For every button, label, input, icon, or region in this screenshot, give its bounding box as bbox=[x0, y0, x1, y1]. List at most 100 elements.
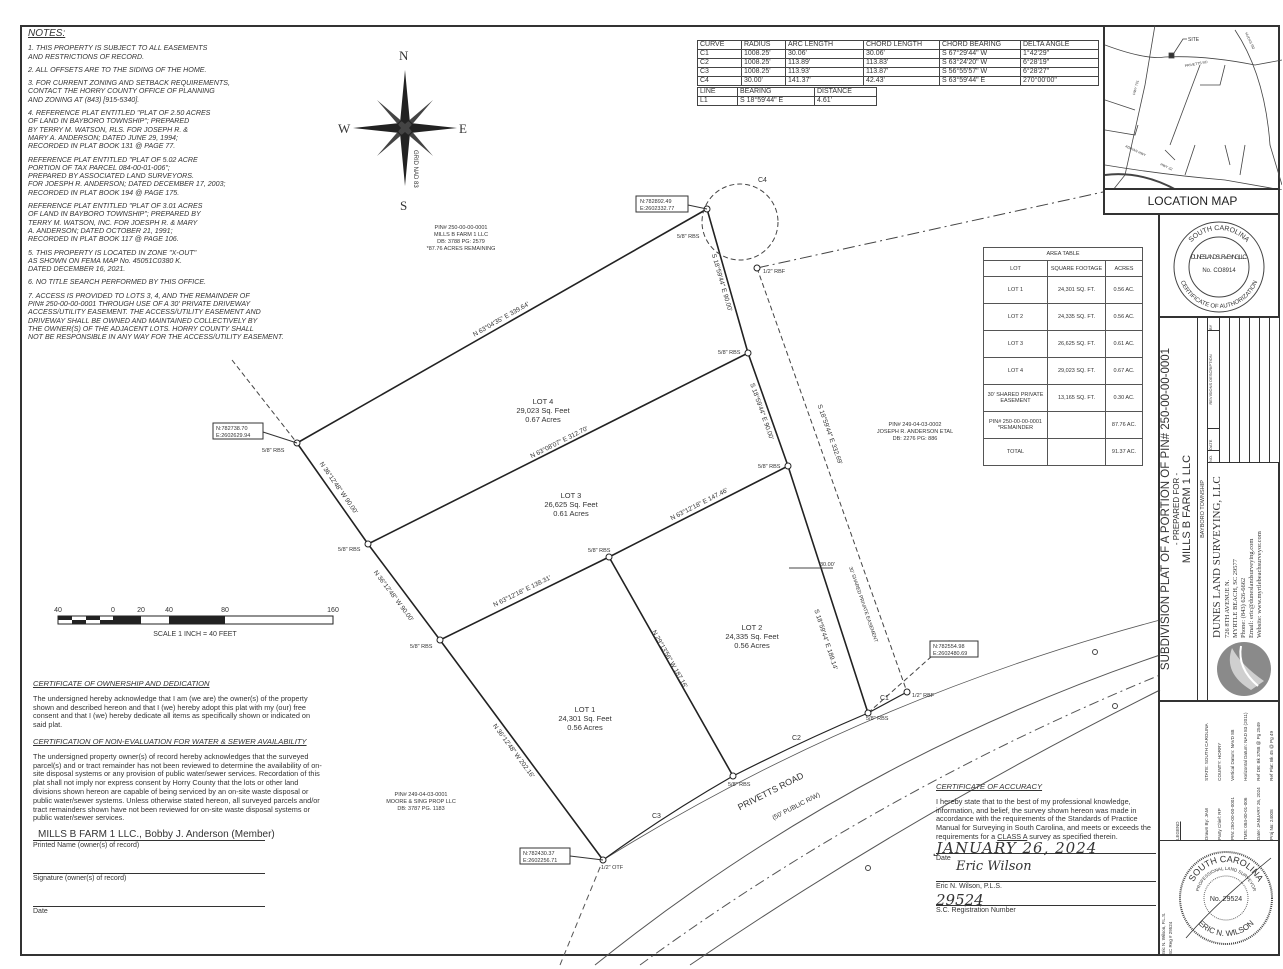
info-label: Horizontal Datum: bbox=[1243, 744, 1248, 781]
th: CHORD BEARING bbox=[939, 40, 1021, 50]
td: 113.87' bbox=[863, 67, 940, 77]
coord-e: E:2602480.69 bbox=[933, 651, 967, 657]
curve-c1: C1 bbox=[880, 695, 889, 702]
coord-n: N:782554.98 bbox=[933, 644, 965, 650]
td: S 67°29'44" W bbox=[939, 49, 1021, 59]
lot3-south-line bbox=[439, 465, 789, 641]
info-label: Drawn By: bbox=[1204, 818, 1209, 840]
privetts-road bbox=[559, 619, 1161, 966]
scale-tick: 40 bbox=[54, 607, 62, 614]
parcel-north-line: MILLS B FARM 1 LLC bbox=[434, 232, 488, 238]
monument-label: 5/8" RBS bbox=[677, 234, 700, 240]
td: 270°00'00" bbox=[1020, 76, 1099, 86]
monument-label: 1/2" OTF bbox=[601, 865, 624, 871]
ownership-title: CERTIFICATE OF OWNERSHIP AND DEDICATION bbox=[33, 679, 210, 688]
water-title: CERTIFICATION OF NON-EVALUATION FOR WATE… bbox=[33, 736, 307, 746]
rebar-found-icon bbox=[753, 264, 761, 272]
coord-n: N:782892.49 bbox=[640, 199, 672, 205]
th: ACRES bbox=[1105, 260, 1143, 277]
scale-bar bbox=[57, 615, 334, 625]
utility-pole-icon bbox=[865, 865, 871, 871]
td: 42.43' bbox=[863, 76, 940, 86]
accuracy-text-a: I hereby state that to the best of my pr… bbox=[936, 796, 1151, 841]
td: C1 bbox=[697, 49, 742, 59]
scale-tick: 20 bbox=[137, 607, 145, 614]
company-logo bbox=[1208, 638, 1280, 700]
info-label: Vertical Datum: bbox=[1230, 749, 1235, 781]
company-name: DUNES LAND SURVEYING, LLC bbox=[1211, 476, 1223, 638]
accuracy-class: CLASS A bbox=[997, 831, 1028, 841]
curve-c2: C2 bbox=[792, 735, 801, 742]
th: LINE bbox=[697, 87, 738, 97]
north-arrow-compass-icon bbox=[353, 70, 457, 186]
note-4: 4. REFERENCE PLAT ENTITLED "PLAT OF 2.50… bbox=[28, 109, 211, 151]
company-website: Website: www.myrtlebeachsurveyor.com bbox=[1256, 531, 1263, 638]
rev-title: REVISIONS bbox=[1208, 382, 1213, 405]
td: 4.61' bbox=[814, 96, 877, 106]
tb-surveyor: Eric N. Wilson, P.L.S. bbox=[1161, 912, 1166, 955]
authorization-seal: SOUTH CAROLINA CERTIFICATE OF AUTHORIZAT… bbox=[1158, 215, 1280, 318]
parcel-sw-line: PIN# 249-04-03-0001 bbox=[395, 792, 448, 798]
info-value: JAM bbox=[1204, 808, 1209, 818]
info-value: RP bbox=[1217, 808, 1222, 815]
sheet-border bbox=[20, 25, 1280, 956]
title-block bbox=[1158, 215, 1280, 955]
owner-date-label: Date bbox=[33, 905, 265, 917]
td: 91.37 AC. bbox=[1105, 438, 1143, 466]
note-5: 5. THIS PROPERTY IS LOCATED IN ZONE "X-O… bbox=[28, 248, 197, 274]
monument-label: 1/2" RBF bbox=[912, 693, 935, 699]
td: 30.06' bbox=[785, 49, 864, 59]
grid-label: GRID NAD 83 bbox=[412, 150, 418, 188]
compass-n: N bbox=[399, 48, 409, 63]
company-address2: MYRTLE BEACH, SC 29577 bbox=[1232, 558, 1239, 638]
location-map: SITE PRIVETTS RD HWY 701 HWY 22 ADRIAN H… bbox=[1103, 25, 1282, 215]
map-road-label: PRIVETTS RD bbox=[1184, 60, 1208, 68]
td: 30.00' bbox=[741, 76, 786, 86]
bearing-lot-divide: N 29°13'56" W 187.16' bbox=[650, 629, 689, 690]
info-value: HORRY bbox=[1217, 742, 1222, 760]
lot4-north-line bbox=[296, 208, 708, 444]
rebar-set-icon bbox=[729, 772, 737, 780]
td: C2 bbox=[697, 58, 742, 68]
td: 0.61 AC. bbox=[1105, 330, 1143, 358]
note-3: 3. FOR CURRENT ZONING AND SETBACK REQUIR… bbox=[28, 79, 230, 104]
th: CURVE bbox=[697, 40, 742, 50]
tb-reg: SC Reg # 29524 bbox=[1168, 921, 1173, 955]
bearing-lot1-north: N 63°12'18" E 138.31' bbox=[492, 574, 552, 609]
map-road-label: ADRIAN HWY bbox=[1125, 144, 1148, 157]
township: BAYBORO TOWNSHIP bbox=[1198, 318, 1208, 700]
td: 0.56 AC. bbox=[1105, 276, 1143, 304]
td: 113.89' bbox=[785, 58, 864, 68]
note-6: 6. NO TITLE SEARCH PERFORMED BY THIS OFF… bbox=[28, 278, 207, 287]
company-phone: Phone: (843) 626-6662 bbox=[1240, 577, 1247, 638]
rebar-set-icon bbox=[864, 709, 872, 717]
monument-label: 5/8" RBS bbox=[718, 350, 741, 356]
easement-label: 30' SHARED PRIVATE EASEMENT bbox=[847, 566, 879, 643]
title-panel: SUBDIVISION PLAT OF A PORTION OF PIN# 25… bbox=[1158, 318, 1280, 700]
note-1: 1. THIS PROPERTY IS SUBJECT TO ALL EASEM… bbox=[28, 44, 208, 61]
road-row: (50' PUBLIC R/W) bbox=[771, 792, 821, 822]
map-road-label: HWY 22 bbox=[1160, 162, 1173, 171]
bearing-easement: S 18°59'44" E 332.69' bbox=[816, 403, 845, 465]
lot1-sqft: 24,301 Sq. Feet bbox=[558, 714, 612, 723]
owner-name: MILLS B FARM 1 LLC., Bobby J. Anderson (… bbox=[38, 829, 275, 841]
td: LOT 1 bbox=[983, 276, 1048, 304]
td: 113.83' bbox=[863, 58, 940, 68]
client-name: MILLS B FARM 1 LLC bbox=[1181, 454, 1193, 564]
seal-company: DUNES LAND SURVEYING, LLC. bbox=[1191, 255, 1247, 261]
parcel-sw-line: MOORE & SING PROP LLC bbox=[386, 799, 456, 805]
td: 141.37' bbox=[785, 76, 864, 86]
rebar-found-icon bbox=[903, 688, 911, 696]
lot3-acres: 0.61 Acres bbox=[553, 509, 589, 518]
ownership-certificate: CERTIFICATE OF OWNERSHIP AND DEDICATION … bbox=[33, 679, 323, 917]
monument-label: 5/8" RBS bbox=[262, 448, 285, 454]
curve-c3: C3 bbox=[652, 813, 661, 820]
td bbox=[1047, 411, 1106, 439]
accuracy-date: JANUARY 26, 2024 bbox=[936, 838, 1098, 857]
coord-e: E:2602629.94 bbox=[216, 433, 250, 439]
